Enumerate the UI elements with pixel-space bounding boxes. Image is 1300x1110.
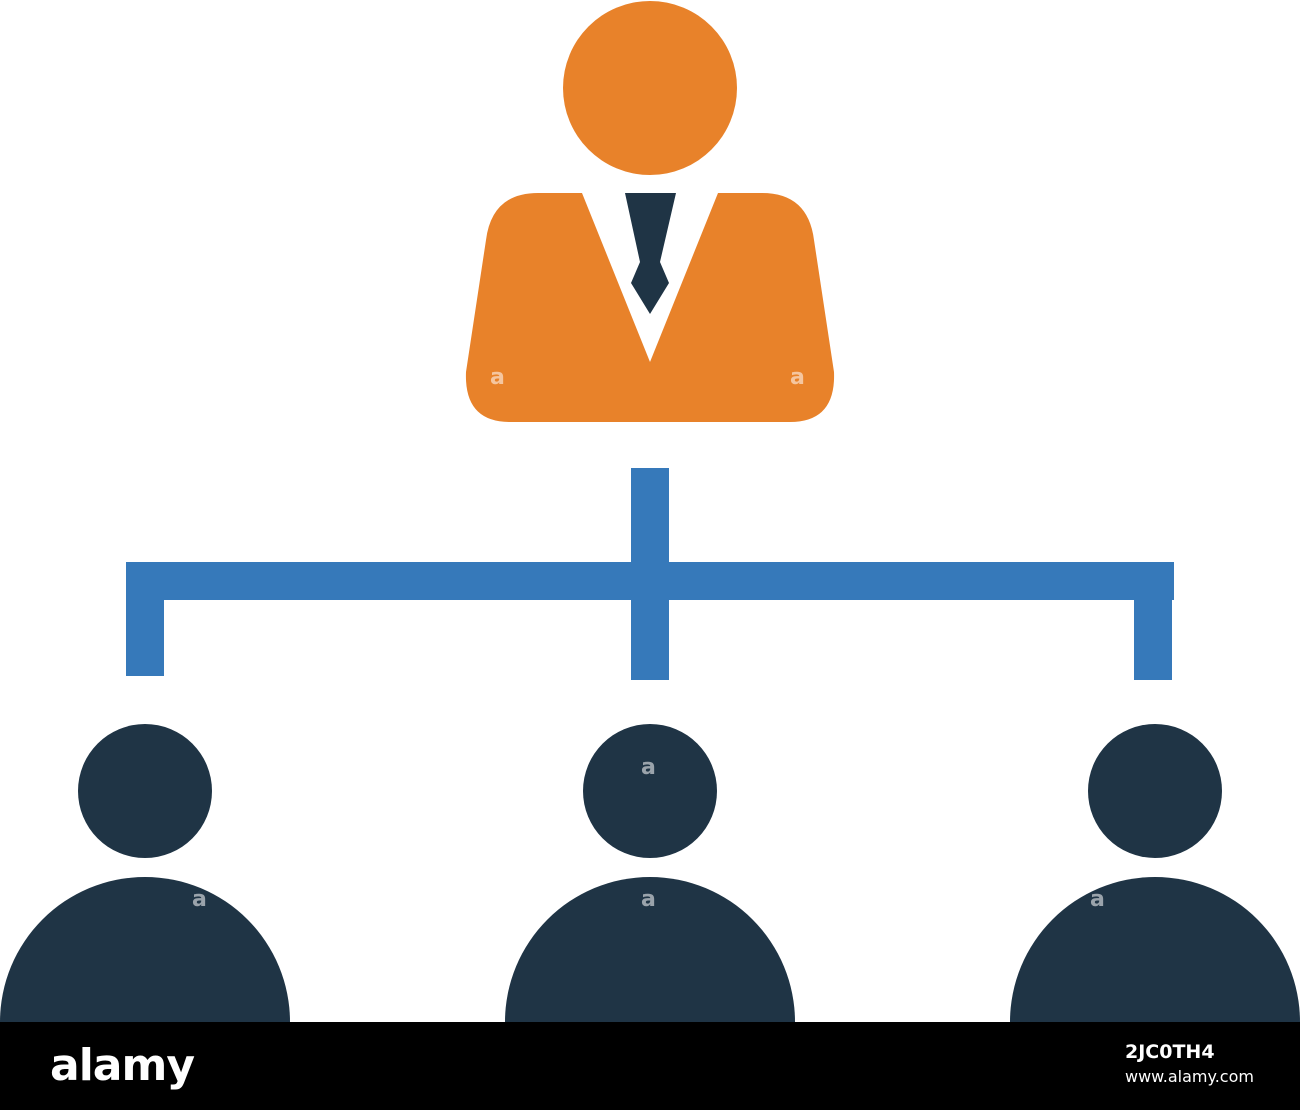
watermark-mark: a <box>790 365 805 390</box>
tie-icon <box>625 193 676 314</box>
watermark-footer: alamy 2JC0TH4 www.alamy.com <box>0 1022 1300 1110</box>
watermark-mark: a <box>641 887 656 912</box>
watermark-mark: a <box>1090 887 1105 912</box>
watermark-mark: a <box>192 887 207 912</box>
team-member-icon <box>505 724 795 1022</box>
team-member-icon <box>1010 724 1300 1022</box>
connector-bar <box>126 562 1174 600</box>
alamy-logo: alamy <box>50 1040 195 1091</box>
team-member-body <box>505 877 795 1022</box>
site-url: www.alamy.com <box>1125 1067 1254 1086</box>
leader-person-icon <box>465 1 835 422</box>
leader-head <box>563 1 737 175</box>
team-member-head <box>1088 724 1222 858</box>
team-member-icon <box>0 724 290 1022</box>
team-member-head <box>583 724 717 858</box>
team-member-body <box>0 877 290 1022</box>
team-member-head <box>78 724 212 858</box>
image-id: 2JC0TH4 <box>1125 1041 1215 1063</box>
watermark-mark: a <box>490 365 505 390</box>
hierarchy-connector <box>126 468 1174 680</box>
connector-drop-left <box>126 562 164 676</box>
organization-hierarchy-illustration <box>0 1 1300 1022</box>
connector-drop-right <box>1134 562 1172 680</box>
team-member-body <box>1010 877 1300 1022</box>
watermark-mark: a <box>641 755 656 780</box>
